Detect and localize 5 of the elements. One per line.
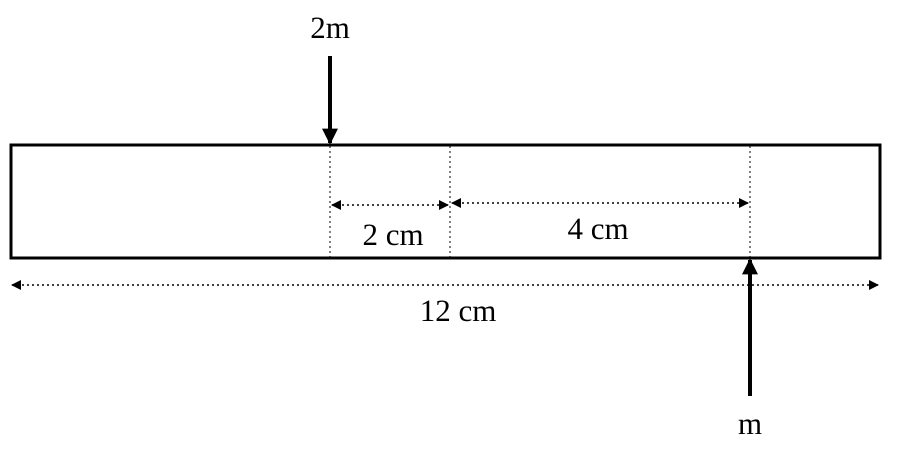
dimension-label: 2 cm: [362, 219, 424, 250]
force-label: m: [738, 408, 762, 439]
force-label: 2m: [310, 12, 350, 43]
dimension-label: 12 cm: [420, 295, 496, 326]
dimension-label: 4 cm: [567, 213, 629, 244]
